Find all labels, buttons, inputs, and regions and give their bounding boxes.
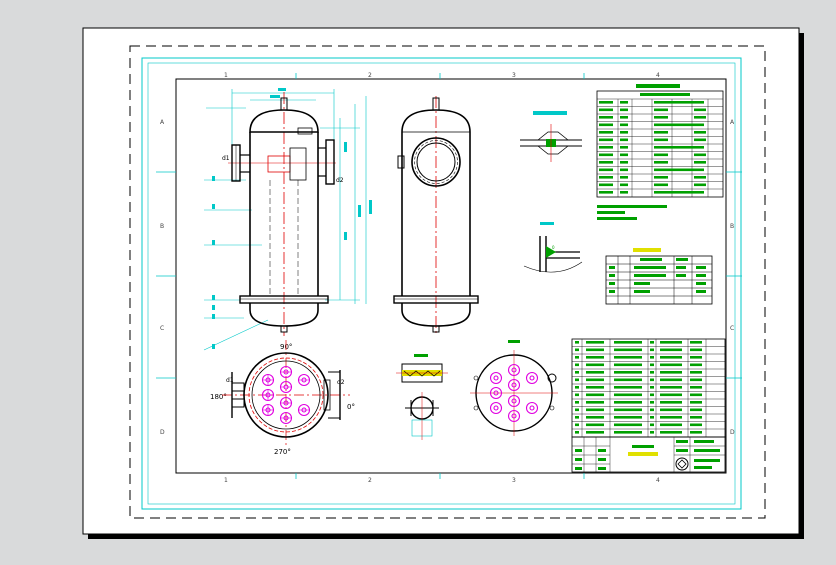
technical-spec-table — [596, 84, 724, 220]
parts-list-table — [571, 338, 726, 438]
grid-col-label: 3 — [512, 72, 516, 79]
grid-row-label: D — [160, 429, 165, 436]
grid-row-label: B — [730, 223, 734, 230]
grid-row-label: C — [730, 325, 734, 332]
angle-label-right: 0° — [347, 403, 355, 411]
grid-col-label: 4 — [656, 477, 660, 484]
title-block — [571, 436, 726, 473]
grid-col-label: 1 — [224, 72, 228, 79]
angle-label-left: 180° — [210, 393, 227, 401]
nozzle-label-d1: d1 — [222, 155, 230, 162]
grid-row-label: A — [730, 119, 735, 126]
grid-col-label: 3 — [512, 477, 516, 484]
svg-text:0: 0 — [552, 245, 555, 250]
grid-col-label: 2 — [368, 72, 372, 79]
grid-col-label: 2 — [368, 477, 372, 484]
grid-col-label: 1 — [224, 477, 228, 484]
side-view — [393, 96, 479, 336]
print-area-frame — [129, 45, 766, 519]
detail-nozzle-section — [396, 354, 448, 440]
grid-row-label: D — [730, 429, 735, 436]
grid-row-label: B — [160, 223, 164, 230]
detail-weld-b: 0 — [523, 222, 583, 273]
svg-text:d2: d2 — [337, 379, 345, 386]
zone-ticks — [156, 73, 742, 479]
grid-col-label: 4 — [656, 72, 660, 79]
outer-border — [141, 57, 742, 510]
top-view: 90° 180° 0° 270° d1 d2 — [210, 340, 355, 456]
detail-weld-a — [520, 111, 582, 162]
svg-text:d1: d1 — [226, 377, 234, 384]
paper-sheet — [82, 27, 800, 535]
front-view: d1 d2 — [203, 88, 372, 351]
nozzle-table — [605, 248, 713, 305]
outer-border-inner — [147, 62, 736, 505]
svg-text:d2: d2 — [336, 177, 344, 184]
grid-row-label: A — [160, 119, 165, 126]
angle-label-bottom: 270° — [274, 448, 291, 456]
tube-sheet-view — [470, 340, 558, 436]
grid-row-label: C — [160, 325, 164, 332]
